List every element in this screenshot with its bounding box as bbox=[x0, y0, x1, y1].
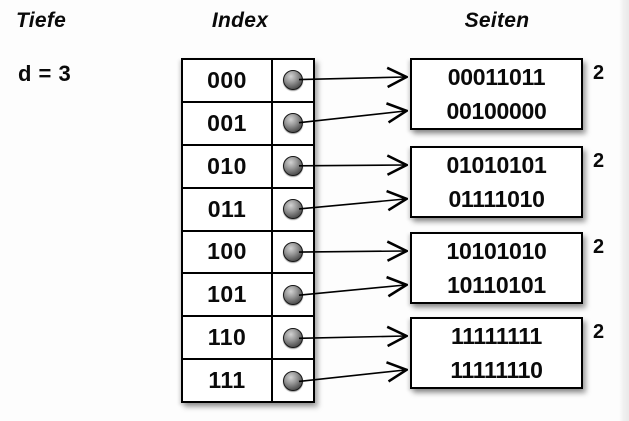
local-depth-label: 2 bbox=[593, 321, 605, 343]
page-entry: 11111111 bbox=[450, 323, 543, 349]
page-box: 00011011 00100000 2 bbox=[410, 58, 604, 130]
index-row: 000 bbox=[183, 60, 313, 103]
pages-column-header: Seiten bbox=[464, 9, 530, 32]
depth-column-header: Tiefe bbox=[16, 9, 67, 32]
local-depth-label: 2 bbox=[593, 150, 605, 172]
pointer-cell bbox=[273, 317, 313, 358]
page-box: 01010101 01111010 2 bbox=[410, 146, 604, 218]
pointer-dot-icon bbox=[283, 113, 303, 134]
pointer-dot-icon bbox=[283, 199, 303, 220]
index-row-label: 001 bbox=[183, 102, 273, 144]
index-row: 111 bbox=[183, 360, 313, 401]
page-entry: 00100000 bbox=[446, 98, 547, 124]
index-row: 011 bbox=[183, 188, 313, 232]
pointer-dot-icon bbox=[283, 284, 303, 305]
page-entry: 01010101 bbox=[446, 152, 547, 178]
index-row: 100 bbox=[183, 231, 313, 275]
pointer-dot-icon bbox=[283, 241, 303, 262]
index-row-label: 101 bbox=[183, 274, 273, 316]
index-row-label: 110 bbox=[183, 317, 273, 359]
pointer-cell bbox=[273, 103, 313, 144]
page-entry: 10110101 bbox=[447, 272, 546, 298]
global-depth-value: d = 3 bbox=[18, 61, 72, 86]
index-row-label: 011 bbox=[183, 188, 273, 230]
pointer-cell bbox=[273, 274, 313, 315]
pointer-cell bbox=[273, 360, 313, 401]
page-box: 11111111 11111110 2 bbox=[410, 317, 604, 389]
pointer-dot-icon bbox=[283, 70, 303, 91]
pointer-dot-icon bbox=[283, 156, 303, 177]
index-row-label: 010 bbox=[183, 145, 273, 187]
index-row-label: 100 bbox=[183, 231, 273, 273]
index-column-header: Index bbox=[211, 9, 269, 32]
pointer-dot-icon bbox=[283, 327, 303, 348]
page-entry: 11111110 bbox=[450, 357, 543, 383]
index-row-label: 000 bbox=[183, 60, 273, 101]
page-box: 10101010 10110101 2 bbox=[410, 232, 604, 304]
pointer-cell bbox=[273, 232, 313, 273]
pointer-cell bbox=[273, 189, 313, 230]
index-row: 110 bbox=[183, 317, 313, 361]
index-row: 001 bbox=[183, 102, 313, 146]
index-row: 010 bbox=[183, 145, 313, 189]
pointer-dot-icon bbox=[283, 370, 303, 391]
index-row: 101 bbox=[183, 274, 313, 318]
pointer-cell bbox=[273, 60, 313, 101]
index-row-label: 111 bbox=[183, 360, 273, 401]
local-depth-label: 2 bbox=[593, 236, 605, 258]
page-entry: 01111010 bbox=[448, 186, 545, 212]
page-entry: 00011011 bbox=[447, 64, 546, 90]
index-table: 000 001 010 011 100 101 110 111 bbox=[181, 58, 315, 403]
page-edge-shading bbox=[619, 0, 629, 421]
page-entry: 10101010 bbox=[446, 238, 547, 264]
pointer-cell bbox=[273, 146, 313, 187]
local-depth-label: 2 bbox=[593, 62, 605, 84]
